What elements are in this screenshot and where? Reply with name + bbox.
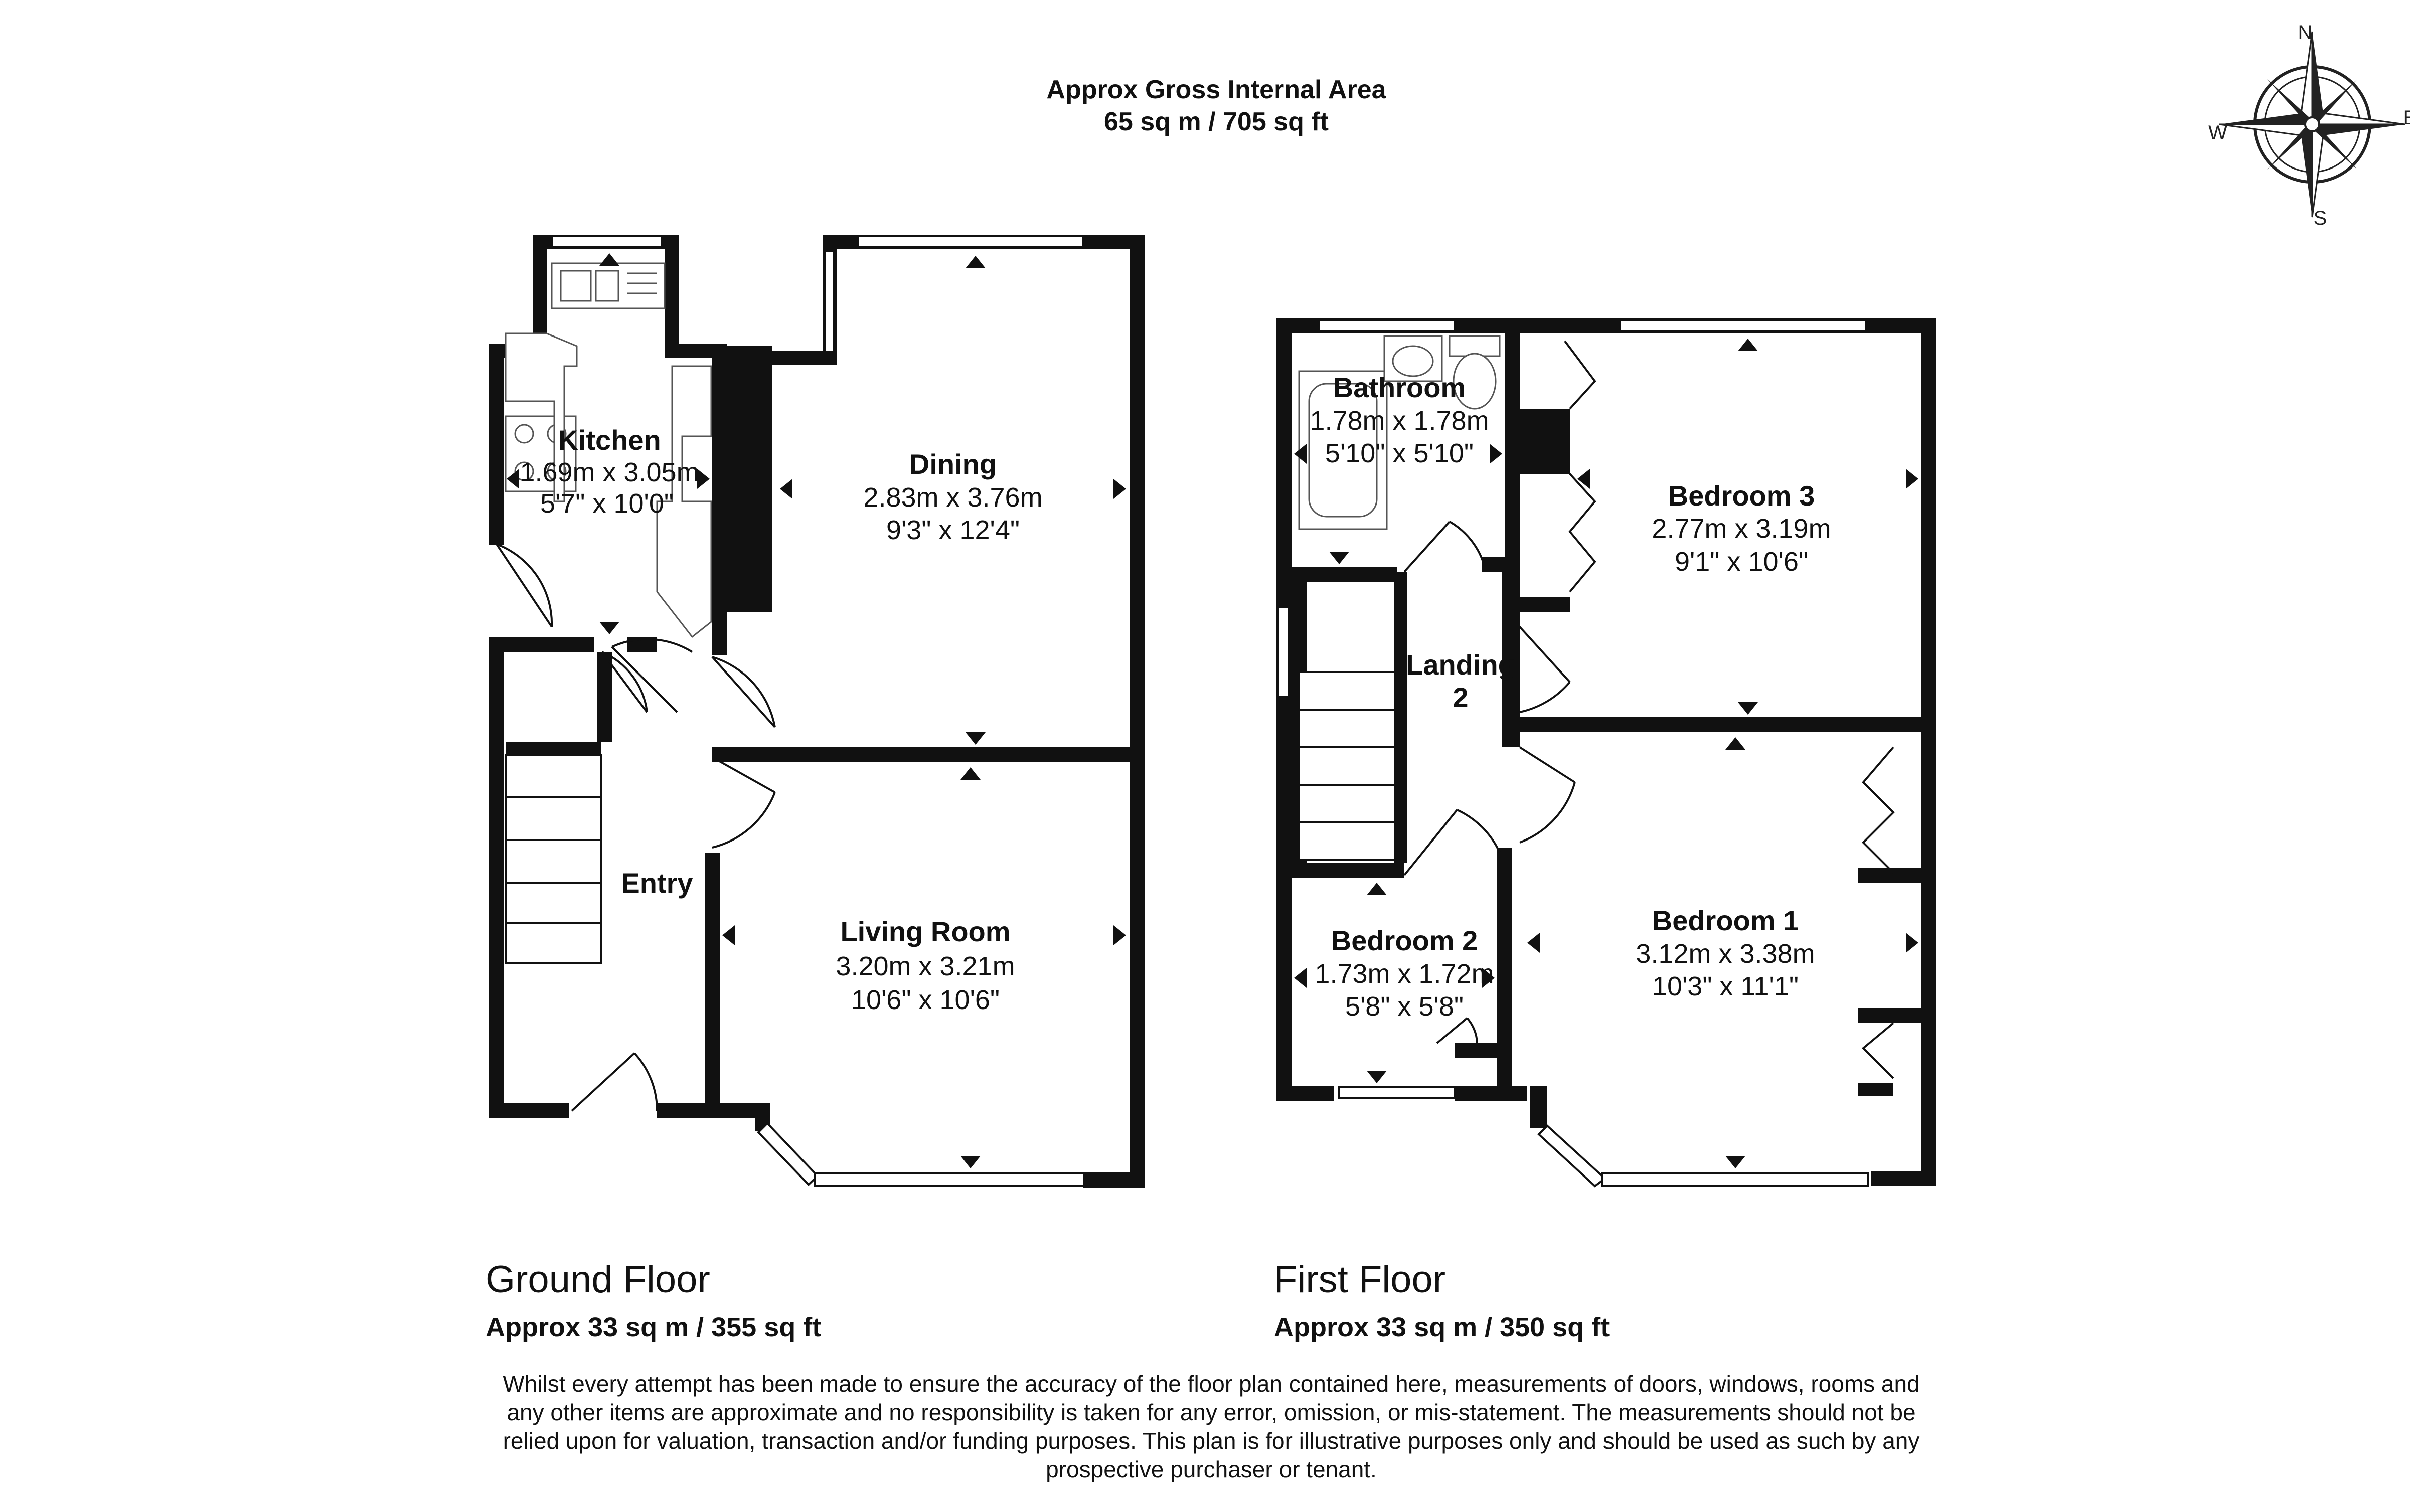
kitchen-back-door — [496, 543, 553, 628]
first-floor-plan — [1276, 318, 1936, 1188]
bathroom-door — [1403, 521, 1486, 573]
kitchen-imperial: 5'7" x 10'0" — [540, 488, 674, 519]
kitchen-worktop — [505, 332, 578, 502]
front-door — [571, 1052, 658, 1112]
toilet-icon — [1449, 335, 1501, 410]
bedroom2-name: Bedroom 2 — [1331, 925, 1478, 956]
bedroom1-wardrobe-door — [1862, 746, 1895, 874]
bathroom-name: Bathroom — [1333, 372, 1466, 403]
gross-area-title: Approx Gross Internal Area — [1046, 75, 1386, 104]
living-room-metric: 3.20m x 3.21m — [836, 951, 1015, 981]
disclaimer-line-1: Whilst every attempt has been made to en… — [503, 1371, 1919, 1397]
chimney-breast — [727, 346, 772, 612]
dining-name: Dining — [909, 448, 997, 480]
bedroom1-door — [1519, 746, 1576, 844]
dining-door — [711, 656, 776, 728]
first-floor-title: First Floor — [1274, 1258, 1445, 1301]
living-door — [712, 756, 776, 849]
bedroom3-window — [1619, 319, 1867, 332]
bedroom2-cupboard-door — [1436, 1017, 1478, 1044]
bedroom2-window — [1338, 1086, 1456, 1099]
compass-north: N — [2298, 22, 2313, 44]
disclaimer-line-2: any other items are approximate and no r… — [507, 1399, 1915, 1425]
bathroom-metric: 1.78m x 1.78m — [1310, 406, 1489, 436]
first-floor-area: Approx 33 sq m / 350 sq ft — [1274, 1312, 1610, 1342]
bath-icon — [1298, 370, 1388, 530]
bedroom1-window — [1601, 1172, 1869, 1187]
kitchen-window — [551, 235, 663, 248]
disclaimer-line-4: prospective purchaser or tenant. — [1046, 1456, 1377, 1482]
kitchen-name: Kitchen — [558, 424, 661, 456]
understairs-door — [601, 651, 648, 713]
kitchen-sink-icon — [551, 262, 666, 309]
living-window — [814, 1172, 1087, 1187]
compass-west: W — [2208, 122, 2227, 144]
bedroom1-bay-side-window — [1537, 1124, 1607, 1188]
living-bay-side-window — [757, 1122, 819, 1186]
bathroom-imperial: 5'10" x 5'10" — [1325, 438, 1474, 468]
kitchen-entry-door — [611, 638, 693, 713]
ground-dimension-arrows — [507, 253, 1126, 1168]
first-floor-stairs — [1298, 572, 1407, 863]
entry-name: Entry — [621, 867, 693, 899]
dining-metric: 2.83m x 3.76m — [863, 482, 1042, 513]
disclaimer-line-3: relied upon for valuation, transaction a… — [503, 1428, 1920, 1454]
bedroom3-cupboard — [1520, 409, 1570, 474]
ground-floor-plan — [489, 235, 1145, 1188]
compass-south: S — [2314, 207, 2327, 229]
basin-icon — [1383, 335, 1443, 382]
bedroom2-imperial: 5'8" x 5'8" — [1345, 991, 1464, 1022]
bedroom2-metric: 1.73m x 1.72m — [1315, 959, 1494, 989]
bedroom3-wardrobe-door — [1564, 340, 1596, 593]
kitchen-worktop-right — [656, 365, 712, 638]
ground-floor-area: Approx 33 sq m / 355 sq ft — [486, 1312, 821, 1342]
living-room-imperial: 10'6" x 10'6" — [851, 985, 1000, 1015]
living-room-name: Living Room — [840, 916, 1010, 947]
ground-floor-title: Ground Floor — [486, 1258, 710, 1301]
bedroom2-door — [1403, 809, 1501, 876]
bedroom1-cupboard-door — [1862, 1022, 1894, 1079]
ground-stairs — [505, 652, 612, 964]
compass-icon — [2219, 31, 2405, 218]
bedroom1-imperial: 10'3" x 11'1" — [1652, 971, 1799, 1001]
bedroom3-metric: 2.77m x 3.19m — [1652, 514, 1831, 544]
dining-imperial: 9'3" x 12'4" — [886, 515, 1020, 545]
compass-east: E — [2403, 107, 2410, 129]
bedroom3-name: Bedroom 3 — [1668, 480, 1815, 512]
first-dimension-arrows — [1294, 339, 1918, 1168]
kitchen-metric: 1.69m x 3.05m — [520, 457, 699, 487]
bedroom1-name: Bedroom 1 — [1652, 905, 1799, 936]
gross-area-value: 65 sq m / 705 sq ft — [1104, 107, 1329, 136]
bedroom3-door — [1519, 626, 1571, 713]
landing-name: Landing — [1406, 649, 1515, 681]
bedroom3-imperial: 9'1" x 10'6" — [1675, 547, 1808, 577]
bathroom-window — [1318, 319, 1456, 332]
dining-window — [857, 235, 1084, 248]
landing-name-line2: 2 — [1453, 682, 1468, 713]
bedroom1-metric: 3.12m x 3.38m — [1636, 939, 1815, 969]
